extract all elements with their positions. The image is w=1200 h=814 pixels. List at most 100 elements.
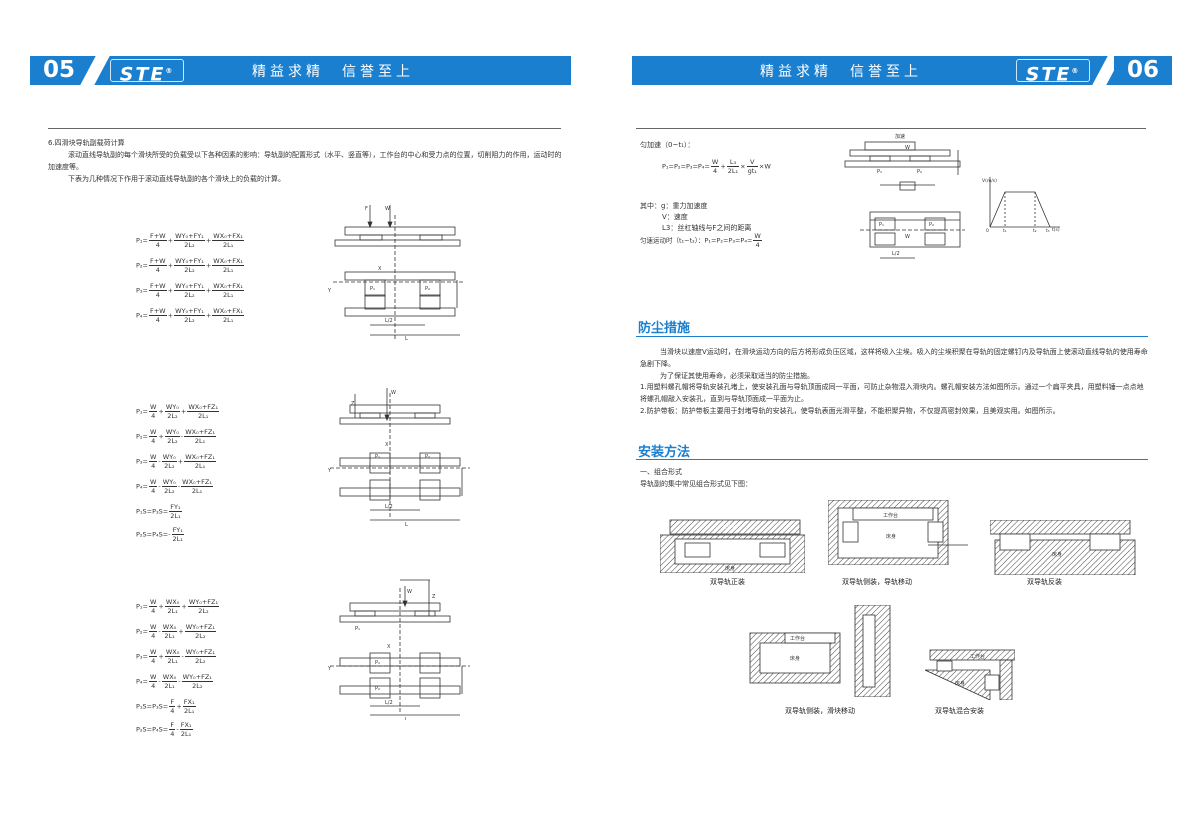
ste-logo-right: STE® <box>1016 59 1090 85</box>
velocity-time-graph: V(m/s) t(s) 0 t₁ t₂ t₃ <box>982 177 1060 234</box>
caption-double-rail-side-rail-move: 双导轨侧装，导轨移动 <box>842 578 912 586</box>
dust-paragraph-2: 为了保证其使用寿命，必须采取适当的防尘措施。 <box>660 372 814 380</box>
svg-text:Z: Z <box>351 401 355 407</box>
load-diagram-1: F W X Y P₁ P₂ L/2 L <box>327 205 465 342</box>
left-slogan: 精益求精 信誉至上 <box>252 64 414 80</box>
right-slogan: 精益求精 信誉至上 <box>760 64 922 80</box>
svg-text:床身: 床身 <box>886 533 896 540</box>
mount-diagram-1: 工作台 床身 <box>660 519 805 573</box>
intro-paragraph: 滚动直线导轨副的每个滑块所受的负载受以下各种因素的影响：导轨副的配置形式（水平、… <box>48 151 562 171</box>
svg-text:P₁: P₁ <box>370 286 375 292</box>
caption-double-rail-side-block-move: 双导轨侧装，滑块移动 <box>785 707 855 715</box>
dust-paragraph-1: 当滑块以速度V运动时，在滑块运动方向的后方将形成负压区域，这样将吸入尘埃。吸入的… <box>640 348 1148 368</box>
svg-text:W: W <box>391 390 396 396</box>
intro-paragraph-2: 下表为几种情况下作用于滚动直线导轨副的各个滑块上的负载的计算。 <box>68 175 285 183</box>
svg-text:L/2: L/2 <box>385 700 393 706</box>
svg-text:P₂: P₂ <box>425 454 430 460</box>
svg-text:Y: Y <box>327 666 332 672</box>
install-sub-2: 导轨副的集中常见组合形式见下图： <box>640 480 752 488</box>
svg-text:P₂: P₂ <box>425 286 430 292</box>
right-header-band: 精益求精 信誉至上 STE® 06 <box>632 56 1172 85</box>
svg-text:P₁: P₁ <box>375 454 380 460</box>
install-section-title: 安装方法 <box>638 445 691 460</box>
dust-paragraph-4: 2.防护带板：防护带板主要用于封堵导轨的安装孔，使导轨表面光滑平整，不能积聚异物… <box>640 407 1060 415</box>
svg-text:Z: Z <box>432 594 436 600</box>
svg-text:工作台: 工作台 <box>790 635 805 642</box>
svg-text:Y: Y <box>327 468 332 474</box>
svg-text:L/2: L/2 <box>385 504 393 510</box>
svg-text:加速: 加速 <box>895 133 905 140</box>
svg-text:P₁: P₁ <box>879 222 884 228</box>
accel-diagram: 加速 W P₁ P₂ P₁ P₂ W L/2 <box>844 133 965 259</box>
svg-text:工作台: 工作台 <box>970 653 985 660</box>
svg-text:W: W <box>385 206 390 212</box>
svg-text:L: L <box>405 522 408 528</box>
ste-logo: STE® <box>110 59 184 85</box>
caption-double-rail-reverse: 双导轨反装 <box>1027 578 1062 586</box>
svg-text:床身: 床身 <box>955 680 965 687</box>
svg-text:P₂: P₂ <box>929 222 934 228</box>
mount-diagram-4: 工作台 床身 <box>749 605 891 697</box>
svg-text:t(s): t(s) <box>1052 227 1060 233</box>
mount-diagram-2: 工作台 床身 <box>828 500 968 565</box>
section-title: 6.四滑块导轨副载荷计算 <box>48 139 125 147</box>
svg-text:工作台: 工作台 <box>722 524 737 531</box>
where-l3: L3：丝杠轴线与F之间的距离 <box>662 224 752 232</box>
right-page-number: 06 <box>1114 56 1172 85</box>
load-diagram-2: W Z X Y P₁ P₂ L/2 L <box>327 388 470 528</box>
dust-section-title: 防尘措施 <box>638 321 691 336</box>
left-page-number: 05 <box>30 56 88 85</box>
svg-text:0: 0 <box>986 228 989 234</box>
svg-text:L/2: L/2 <box>385 318 393 324</box>
svg-text:P₁: P₁ <box>355 626 360 632</box>
svg-text:P₂: P₂ <box>917 169 922 175</box>
caption-double-rail-normal: 双导轨正装 <box>710 578 745 586</box>
svg-text:W: W <box>905 234 910 240</box>
svg-text:床身: 床身 <box>725 565 735 572</box>
where-v: V：速度 <box>662 213 688 221</box>
svg-text:X: X <box>378 266 382 272</box>
where-g: 其中：g：重力加速度 <box>640 202 708 210</box>
mount-diagram-5: 工作台 床身 <box>925 649 1015 700</box>
svg-text:t₁: t₁ <box>1003 228 1007 234</box>
mount-diagram-3: 床身 <box>990 520 1136 575</box>
accel-label: 匀加速（0~t₁）： <box>640 141 695 149</box>
svg-text:P₂: P₂ <box>375 686 380 692</box>
caption-double-rail-mixed: 双导轨混合安装 <box>935 707 984 715</box>
svg-text:t₃: t₃ <box>1046 228 1050 234</box>
svg-text:X: X <box>385 442 389 448</box>
svg-text:L/2: L/2 <box>892 251 900 257</box>
svg-text:X: X <box>387 644 391 650</box>
svg-text:V(m/s): V(m/s) <box>982 178 997 184</box>
svg-text:F: F <box>365 206 368 212</box>
svg-text:床身: 床身 <box>1052 551 1062 558</box>
svg-text:P₁: P₁ <box>375 660 380 666</box>
dust-paragraph-3: 1.用塑料螺孔帽将导轨安装孔堵上，使安装孔面与导轨顶面成同一平面，可防止杂物混入… <box>640 383 1144 403</box>
svg-text:t₂: t₂ <box>1033 228 1037 234</box>
svg-text:W: W <box>905 145 910 151</box>
left-header-band: 05 STE® 精益求精 信誉至上 <box>30 56 571 85</box>
svg-text:L: L <box>405 336 408 342</box>
load-diagram-3: W Z P₁ X Y P₁ P₂ L/2 L <box>327 579 470 720</box>
svg-text:P₁: P₁ <box>877 169 882 175</box>
svg-text:工作台: 工作台 <box>883 512 898 519</box>
install-sub-1: 一、组合形式 <box>640 468 682 476</box>
svg-text:L: L <box>405 717 408 720</box>
